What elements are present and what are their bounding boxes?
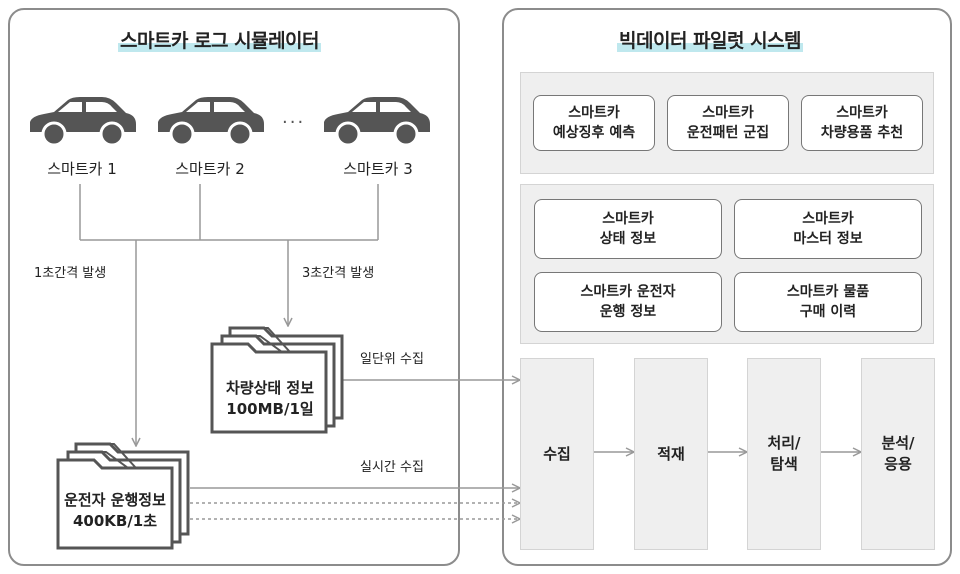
dataset-box-line1: 스마트카 운전자	[580, 284, 676, 300]
stage-label: 처리/	[767, 434, 801, 452]
dataset-box-line1: 스마트카	[602, 211, 654, 227]
car-icon	[158, 97, 264, 147]
analytics-box-line1: 스마트카	[568, 105, 620, 121]
analytics-box: 스마트카 예상징후 예측	[533, 95, 655, 151]
dataset-box: 스마트카 운전자 운행 정보	[534, 272, 722, 332]
stage-process: 처리/ 탐색	[747, 358, 821, 550]
realtime-collection-label: 실시간 수집	[360, 460, 424, 475]
folder-size: 400KB/1초	[72, 512, 158, 530]
dataset-box-line2: 운행 정보	[599, 304, 657, 320]
car-icon	[324, 97, 430, 147]
stage-label: 수집	[543, 444, 571, 463]
analytics-box-line2: 예상징후 예측	[552, 125, 636, 141]
dataset-box-line1: 스마트카	[802, 211, 854, 227]
stage-label: 분석/	[881, 434, 915, 452]
driver-trip-folder: 운전자 운행정보 400KB/1초	[52, 490, 178, 532]
analytics-box-line1: 스마트카	[836, 105, 888, 121]
stage-analyze: 분석/ 응용	[861, 358, 935, 550]
car-label: 스마트카 1	[47, 160, 117, 178]
car-icon	[30, 97, 136, 147]
dataset-box-line2: 마스터 정보	[793, 231, 863, 247]
bigdata-system-title: 빅데이터 파일럿 시스템	[617, 30, 804, 52]
analytics-box-line2: 운전패턴 군집	[686, 125, 770, 141]
stage-load: 적재	[634, 358, 708, 550]
daily-collection-label: 일단위 수집	[360, 352, 424, 367]
car-label: 스마트카 2	[175, 160, 245, 178]
stage-label: 탐색	[770, 455, 798, 473]
car-label: 스마트카 3	[343, 160, 413, 178]
ellipsis: ···	[282, 112, 306, 133]
folder-stack-icon	[210, 326, 344, 434]
dataset-box: 스마트카 물품 구매 이력	[734, 272, 922, 332]
dataset-box: 스마트카 상태 정보	[534, 199, 722, 259]
stage-label: 적재	[657, 444, 685, 463]
analytics-box: 스마트카 운전패턴 군집	[667, 95, 789, 151]
stage-collect: 수집	[520, 358, 594, 550]
interval-1s-label: 1초간격 발생	[34, 266, 107, 281]
stage-label: 응용	[884, 455, 912, 473]
folder-title: 운전자 운행정보	[64, 491, 166, 509]
folder-size: 100MB/1일	[226, 400, 314, 418]
analytics-box-line2: 차량용품 추천	[820, 125, 904, 141]
analytics-box-line1: 스마트카	[702, 105, 754, 121]
dataset-box: 스마트카 마스터 정보	[734, 199, 922, 259]
folder-title: 차량상태 정보	[225, 379, 315, 397]
dataset-box-line2: 상태 정보	[599, 231, 657, 247]
log-simulator-title: 스마트카 로그 시뮬레이터	[118, 30, 322, 52]
vehicle-status-folder: 차량상태 정보 100MB/1일	[212, 378, 328, 420]
dataset-box-line1: 스마트카 물품	[786, 284, 870, 300]
interval-3s-label: 3초간격 발생	[302, 266, 375, 281]
dataset-box-line2: 구매 이력	[799, 304, 857, 320]
folder-stack-icon	[56, 442, 190, 550]
analytics-box: 스마트카 차량용품 추천	[801, 95, 923, 151]
